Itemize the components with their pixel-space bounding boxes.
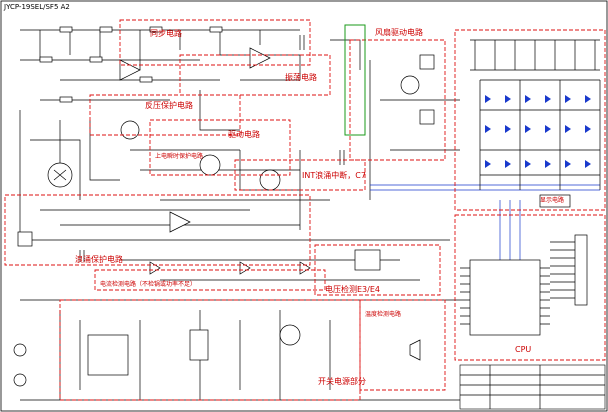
label-voltage-detect: 电压检测E3/E4 (325, 284, 380, 294)
label-reverse-protect: 反压保护电路 (145, 100, 193, 110)
label-upper-bridge: 上电瞬时保护电路 (155, 152, 203, 160)
block-current (94, 269, 326, 291)
label-int: INT浪涌中断，C7 (302, 170, 366, 180)
cpu-left-pins (460, 267, 470, 325)
block-sync (119, 19, 311, 66)
block-reverse-protect (89, 94, 241, 136)
main-wiring (19, 29, 460, 401)
label-oscillation: 振荡电路 (285, 72, 317, 82)
label-sync: 同步电路 (150, 28, 182, 38)
cpu-bus-lines (370, 184, 600, 270)
block-temp (359, 299, 446, 391)
label-display: 显示电路 (540, 196, 564, 204)
block-oscillation (179, 54, 331, 96)
label-cpu: CPU (515, 345, 531, 354)
label-switch-power: 开关电源部分 (318, 376, 366, 386)
components (13, 26, 435, 387)
connector-wires (550, 241, 575, 299)
cpu-chip (469, 259, 541, 336)
block-surge (4, 194, 311, 266)
block-int (234, 159, 366, 191)
label-fan-drive: 风扇驱动电路 (375, 27, 423, 37)
cpu-right-pins (540, 267, 550, 325)
block-voltage (314, 244, 441, 296)
label-drive: 驱动电路 (228, 129, 260, 139)
block-switch-power (59, 299, 361, 401)
block-cpu (454, 214, 606, 361)
led-display-matrix (470, 39, 601, 208)
label-surge-protect: 浪涌保护电路 (75, 254, 123, 264)
block-fan-drive (349, 39, 446, 161)
connector (574, 234, 588, 306)
block-display (454, 29, 606, 211)
label-current-detect: 电流检测电路（不检锅或功率不足） (100, 280, 196, 288)
title-block (459, 364, 606, 410)
label-temp-detect: 温度检测电路 (365, 310, 401, 318)
block-drive (149, 119, 291, 176)
highlight-box (344, 24, 366, 136)
function-blocks (4, 19, 606, 401)
schematic-title: JYCP-19SEL/SF5 A2 (3, 3, 70, 11)
